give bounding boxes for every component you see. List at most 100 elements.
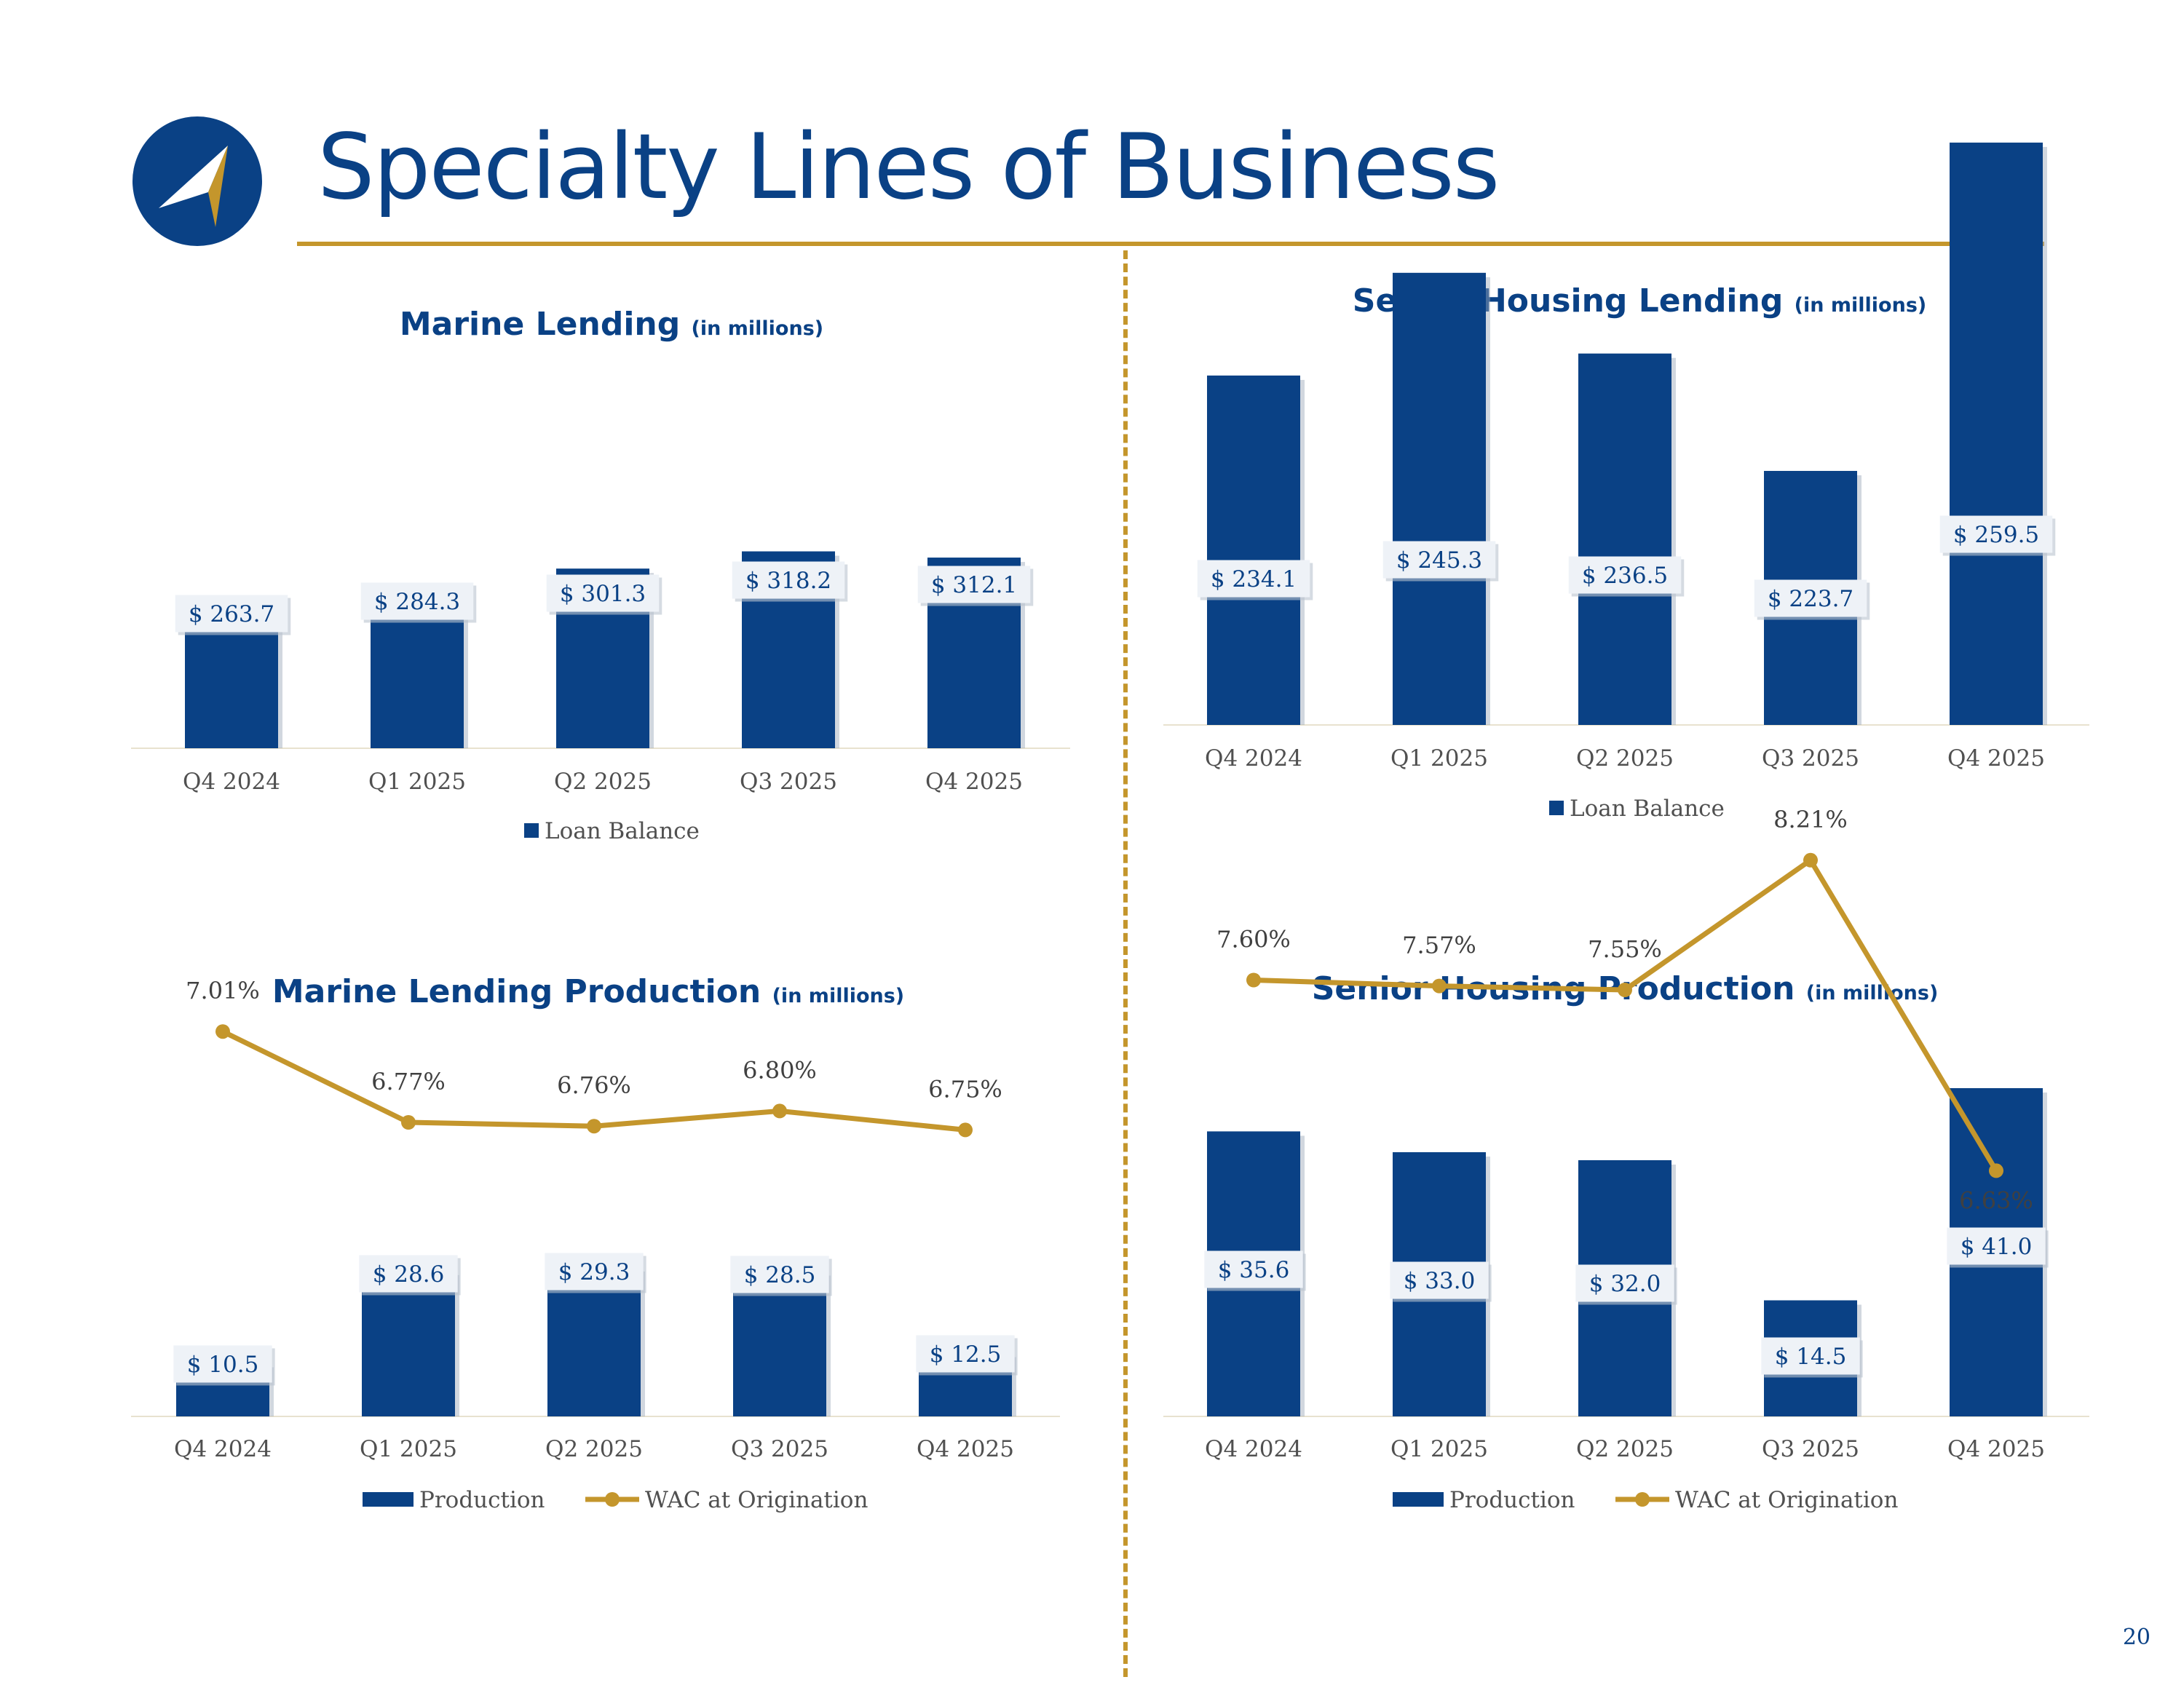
marine-lending-production-category-3: Q2 2025	[545, 1436, 643, 1462]
senior-housing-lending-bar-label-2-box	[1382, 541, 1496, 579]
marine-lending-production-bar-label-2-box	[359, 1255, 458, 1293]
senior-housing-lending-category-5: Q4 2025	[1947, 745, 2045, 772]
marine-lending-production-bar-label-1-box	[173, 1345, 272, 1383]
senior-housing-lending-category-1: Q4 2024	[1205, 745, 1302, 772]
senior-housing-production-bar-label-2-box	[1390, 1261, 1489, 1299]
marine-lending-production-legend-swatch	[363, 1492, 414, 1507]
vertical-divider	[1123, 250, 1128, 1677]
marine-lending-production-bar-label-2: $ 28.6	[373, 1261, 445, 1288]
chart-title-marine-lending: Marine Lending (in millions)	[399, 306, 824, 343]
senior-housing-production-category-1: Q4 2024	[1205, 1436, 1302, 1462]
senior-housing-lending-bar-label-2: $ 245.3	[1396, 547, 1482, 574]
marine-lending-bar-label-5: $ 312.1	[931, 572, 1017, 598]
senior-housing-production-bar-label-4: $ 14.5	[1775, 1344, 1847, 1370]
marine-lending-production-wac-point-5	[958, 1122, 973, 1138]
marine-lending-production-category-4: Q3 2025	[731, 1436, 828, 1462]
senior-housing-production-wac-point-5	[1989, 1163, 2003, 1178]
marine-lending-legend-label-1: Loan Balance	[545, 818, 700, 844]
marine-lending-production-legend-label-1: Production	[419, 1487, 545, 1513]
senior-housing-production-wac-point-3	[1618, 983, 1632, 997]
senior-housing-production-category-5: Q4 2025	[1947, 1436, 2045, 1462]
marine-lending-production-wac-label-2: 6.77%	[371, 1068, 446, 1095]
marine-lending-production-bar-label-4-box	[730, 1256, 829, 1293]
senior-housing-production-category-4: Q3 2025	[1762, 1436, 1859, 1462]
marine-lending-production-category-5: Q4 2025	[917, 1436, 1014, 1462]
senior-housing-production-legend-label-2: WAC at Origination	[1675, 1487, 1898, 1513]
senior-housing-production-bar-label-3-box	[1575, 1264, 1674, 1302]
senior-housing-lending-bar-label-4-box	[1754, 579, 1867, 617]
marine-lending-bar-label-5-box	[917, 566, 1031, 603]
senior-housing-production-bar-label-3: $ 32.0	[1589, 1271, 1661, 1297]
marine-lending-category-3: Q2 2025	[554, 769, 652, 795]
senior-housing-lending-bar-label-3: $ 236.5	[1582, 563, 1668, 589]
marine-lending-production-wac-label-3: 6.76%	[557, 1071, 631, 1099]
marine-lending-production-wac-point-4	[772, 1103, 787, 1119]
senior-housing-lending-bar-label-1: $ 234.1	[1211, 566, 1297, 592]
senior-housing-production-bar-label-2: $ 33.0	[1404, 1268, 1476, 1294]
marine-lending-production-wac-point-2	[401, 1115, 416, 1130]
marine-lending-production-wac-point-1	[215, 1024, 230, 1039]
marine-lending-bar-label-4-box	[732, 561, 845, 599]
senior-housing-production-bar-label-5-box	[1947, 1227, 2046, 1265]
senior-housing-production-wac-label-1: 7.60%	[1216, 926, 1291, 953]
senior-housing-lending-bar-2	[1393, 272, 1486, 725]
senior-housing-production-category-2: Q1 2025	[1390, 1436, 1488, 1462]
senior-housing-production-wac-point-4	[1803, 852, 1818, 868]
senior-housing-production-bar-label-5: $ 41.0	[1961, 1234, 2033, 1260]
marine-lending-production-bar-label-4: $ 28.5	[744, 1262, 816, 1288]
senior-housing-production-legend-line-marker	[1635, 1492, 1650, 1507]
marine-lending-production-wac-label-1: 7.01%	[186, 977, 260, 1004]
marine-lending-bar-label-4: $ 318.2	[745, 568, 831, 594]
marine-lending-category-1: Q4 2024	[183, 769, 280, 795]
page-title: Specialty Lines of Business	[317, 115, 1500, 220]
senior-housing-lending-bar-1	[1207, 375, 1300, 725]
senior-housing-production-legend-label-1: Production	[1449, 1487, 1575, 1513]
senior-housing-lending-bar-label-5: $ 259.5	[1953, 522, 2039, 548]
senior-housing-lending-bar-label-3-box	[1568, 556, 1682, 594]
senior-housing-lending-category-3: Q2 2025	[1576, 745, 1674, 772]
senior-housing-production-wac-point-2	[1432, 978, 1447, 994]
senior-housing-lending-bar-label-5-box	[1939, 515, 2053, 553]
marine-lending-bar-label-3-box	[546, 574, 660, 612]
senior-housing-production-wac-label-5: 6.63%	[1959, 1186, 2033, 1214]
marine-lending-production-wac-label-5: 6.75%	[928, 1075, 1002, 1103]
marine-lending-production-category-2: Q1 2025	[360, 1436, 457, 1462]
title-divider	[297, 242, 2044, 246]
senior-housing-lending-bar-label-4: $ 223.7	[1768, 586, 1853, 612]
marine-lending-production-bar-label-3-box	[545, 1253, 644, 1290]
marine-lending-bar-label-2-box	[360, 582, 474, 620]
senior-housing-production-wac-line	[1253, 857, 1999, 1173]
marine-lending-production-wac-label-4: 6.80%	[743, 1056, 817, 1084]
marine-lending-production-wac-point-3	[587, 1119, 601, 1134]
senior-housing-lending-legend-swatch	[1549, 801, 1564, 815]
senior-housing-production-category-3: Q2 2025	[1576, 1436, 1674, 1462]
senior-housing-production-legend-swatch	[1393, 1492, 1444, 1507]
page-number: 20	[2122, 1625, 2151, 1650]
marine-lending-bar-label-1: $ 263.7	[189, 601, 274, 627]
marine-lending-category-5: Q4 2025	[925, 769, 1023, 795]
marine-lending-production-category-1: Q4 2024	[174, 1436, 272, 1462]
senior-housing-lending-category-2: Q1 2025	[1390, 745, 1488, 772]
senior-housing-lending-bar-3	[1578, 353, 1671, 725]
marine-lending-legend-swatch	[524, 823, 539, 838]
senior-housing-lending-bar-label-1-box	[1197, 560, 1310, 598]
senior-housing-production-wac-point-1	[1246, 972, 1261, 988]
senior-housing-lending-bar-5	[1950, 142, 2043, 725]
marine-lending-production-bar-label-5-box	[916, 1335, 1015, 1373]
marine-lending-production-bar-label-3: $ 29.3	[558, 1259, 630, 1285]
senior-housing-lending-category-4: Q3 2025	[1762, 745, 1859, 772]
marine-lending-production-legend-label-2: WAC at Origination	[645, 1487, 868, 1513]
chart-title-marine-lending-production: Marine Lending Production (in millions)	[272, 973, 905, 1010]
marine-lending-bar-label-2: $ 284.3	[374, 589, 460, 615]
marine-lending-bar-label-3: $ 301.3	[560, 581, 646, 607]
senior-housing-lending-legend-label-1: Loan Balance	[1570, 796, 1725, 822]
marine-lending-production-bar-label-5: $ 12.5	[930, 1341, 1002, 1368]
senior-housing-production-wac-label-4: 8.21%	[1773, 806, 1848, 833]
senior-housing-production-wac-label-3: 7.55%	[1588, 935, 1662, 963]
marine-lending-category-4: Q3 2025	[740, 769, 837, 795]
senior-housing-production-bar-label-1-box	[1204, 1250, 1303, 1288]
marine-lending-production-bar-label-1: $ 10.5	[187, 1352, 259, 1378]
marine-lending-production-legend-line-marker	[605, 1492, 620, 1507]
marine-lending-category-2: Q1 2025	[368, 769, 466, 795]
